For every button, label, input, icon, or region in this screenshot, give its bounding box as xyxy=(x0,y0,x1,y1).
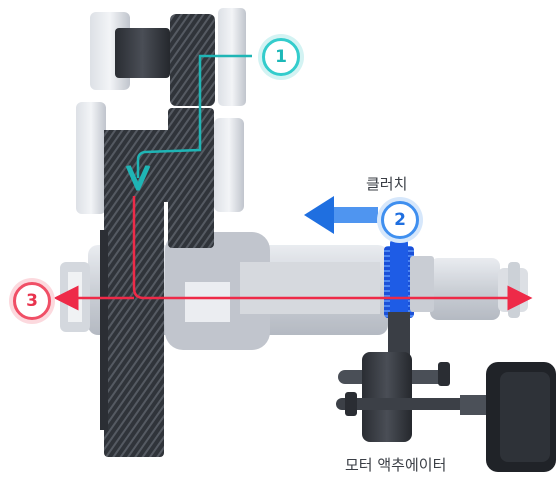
clutch-label: 클러치 xyxy=(366,175,408,193)
step-2-badge: 2 xyxy=(381,201,419,239)
clutch-ring xyxy=(384,240,434,324)
large-output-gear xyxy=(100,195,164,457)
step-3-badge: 3 xyxy=(13,282,51,320)
torque-path-1 xyxy=(138,54,252,178)
clutch-direction-arrow xyxy=(304,196,378,234)
step-1-badge: 1 xyxy=(262,38,300,76)
motor-actuator xyxy=(336,312,556,472)
power-flow-vertical xyxy=(132,196,533,311)
middle-gear-assembly xyxy=(76,102,244,248)
motor-actuator-label: 모터 액추에이터 xyxy=(345,456,447,474)
